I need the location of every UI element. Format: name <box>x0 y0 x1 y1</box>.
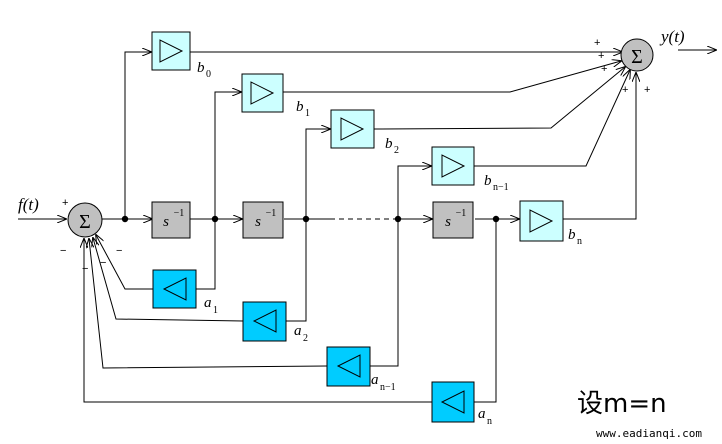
gain-block-a1 <box>152 269 197 309</box>
minus-sign: − <box>116 245 122 257</box>
gain-block-bn <box>519 200 564 242</box>
gain-block-b0 <box>151 31 191 71</box>
coef-b1: b 1 <box>296 99 310 119</box>
plus-sign: + <box>601 63 607 75</box>
junction-dots <box>121 215 500 223</box>
coef-base: b <box>484 173 492 189</box>
coef-sub: n−1 <box>493 182 509 193</box>
input-sum-symbol: Σ <box>79 211 91 233</box>
minus-sign: − <box>100 257 106 269</box>
coef-sub: n <box>577 236 582 247</box>
coef-base: a <box>478 406 486 422</box>
coef-sub: 2 <box>394 145 399 156</box>
coef-a2: a 2 <box>294 323 308 344</box>
gain-block-a2 <box>242 301 287 342</box>
coef-base: b <box>197 60 205 76</box>
gain-block-an <box>431 381 475 423</box>
coef-b0: b 0 <box>197 60 211 80</box>
coef-bn-1: b n−1 <box>484 173 509 193</box>
feedback-lines <box>84 219 497 403</box>
coef-base: a <box>294 323 302 339</box>
coef-base: b <box>296 99 304 115</box>
coef-base: a <box>204 295 212 311</box>
gain-block-an-1 <box>326 346 371 387</box>
output-label: y(t) <box>659 27 685 46</box>
condition-note: 设m=n <box>577 389 667 419</box>
integrator-block: s −1 <box>432 201 474 239</box>
integrator-label: s <box>445 214 451 230</box>
coef-sub: 1 <box>305 108 310 119</box>
plus-sign: + <box>644 84 650 96</box>
integrator-label: s <box>255 214 261 230</box>
coef-sub: 0 <box>206 69 211 80</box>
output-sum-symbol: Σ <box>631 46 643 68</box>
coef-sub: 1 <box>213 305 218 316</box>
coef-base: b <box>568 227 576 243</box>
coef-an-1: a n−1 <box>371 372 396 393</box>
output-sum-signs: + + + + + <box>594 37 650 96</box>
coef-sub: n−1 <box>380 382 396 393</box>
plus-sign: + <box>598 50 604 62</box>
coef-an: a n <box>478 406 492 427</box>
plus-sign: + <box>622 84 628 96</box>
integrator-exponent: −1 <box>266 208 277 219</box>
coef-sub: n <box>487 416 492 427</box>
input-summing-junction: Σ <box>67 202 103 238</box>
coef-base: a <box>371 372 379 388</box>
output-summing-junction: Σ <box>620 38 654 72</box>
coef-b2: b 2 <box>385 136 399 156</box>
integrator-block: s −1 <box>242 201 284 239</box>
gain-block-b1 <box>241 73 284 113</box>
plus-sign: + <box>62 197 68 209</box>
integrator-exponent: −1 <box>456 208 467 219</box>
integrator-label: s <box>163 214 169 230</box>
minus-sign: − <box>60 245 66 257</box>
watermark: www.eadianqi.com <box>596 427 702 440</box>
gain-block-bn-1 <box>431 146 475 186</box>
coef-a1: a 1 <box>204 295 218 316</box>
coef-sub: 2 <box>303 333 308 344</box>
input-label: f(t) <box>18 195 39 214</box>
feedforward-lines <box>124 52 636 220</box>
minus-sign: − <box>82 263 88 275</box>
integrator-exponent: −1 <box>174 208 185 219</box>
plus-sign: + <box>594 37 600 49</box>
integrator-block: s −1 <box>151 201 191 239</box>
coef-bn: b n <box>568 227 582 247</box>
input-sum-signs: + − − − − <box>60 197 122 275</box>
coef-base: b <box>385 136 393 152</box>
gain-block-b2 <box>330 109 375 149</box>
